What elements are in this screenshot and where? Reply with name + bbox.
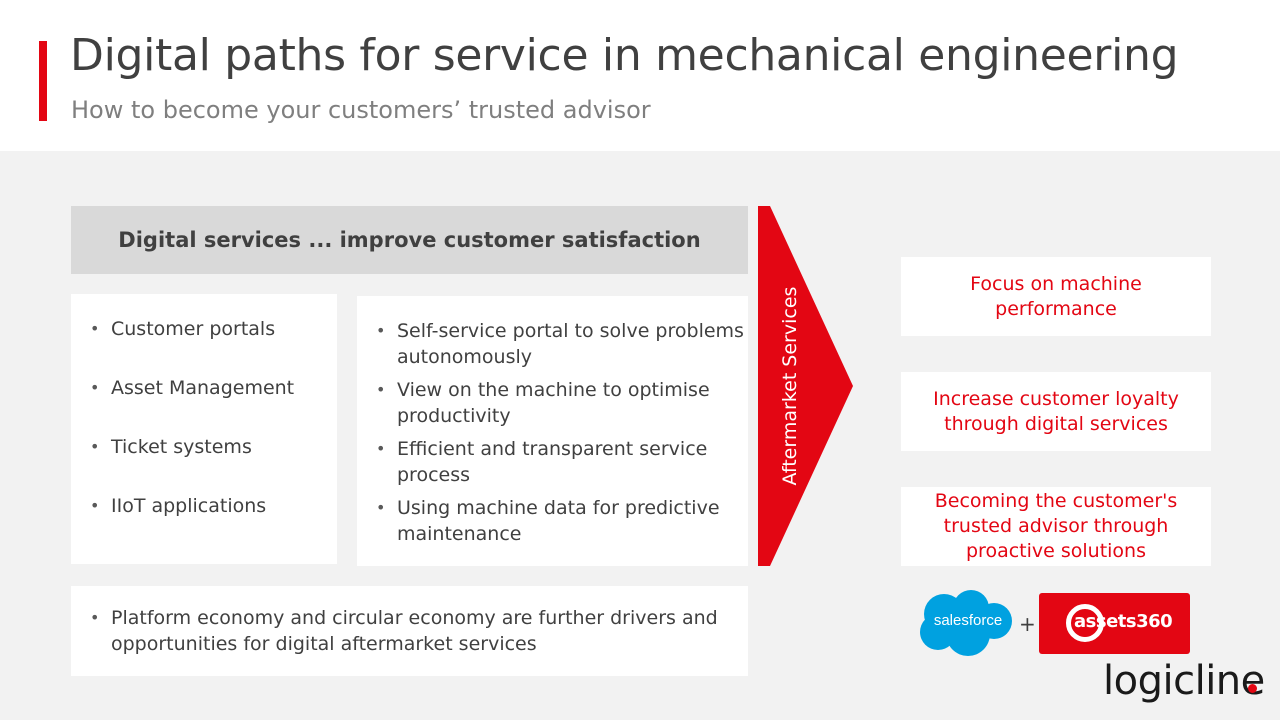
benefit-card: Becoming the customer's trusted advisor …	[901, 487, 1211, 566]
assets360-ring-icon	[1066, 604, 1104, 642]
salesforce-logo: salesforce	[920, 590, 1012, 656]
assets360-logo-text: assets360	[1074, 611, 1173, 632]
benefit-card: Increase customer loyalty through digita…	[901, 372, 1211, 451]
chevron-shape	[758, 206, 853, 566]
salesforce-logo-text: salesforce	[934, 612, 1002, 629]
services-list: Customer portals Asset Management Ticket…	[71, 294, 337, 519]
title-accent-bar	[39, 41, 47, 121]
page-title: Digital paths for service in mechanical …	[70, 30, 1179, 81]
logicline-logo-text: logicline	[1103, 658, 1265, 704]
assets360-logo	[1039, 593, 1190, 654]
logicline-logo: logicline	[1103, 658, 1265, 704]
benefit-card-text: Becoming the customer's trusted advisor …	[934, 490, 1178, 562]
benefits-detail-item: Self-service portal to solve problems au…	[357, 318, 748, 370]
aftermarket-chevron-arrow	[758, 206, 853, 566]
benefit-card: Focus on machine performance	[901, 257, 1211, 336]
drivers-box: Platform economy and circular economy ar…	[71, 586, 748, 676]
benefits-detail-item: View on the machine to optimise producti…	[357, 377, 748, 429]
section-header: Digital services ... improve customer sa…	[71, 206, 748, 274]
benefits-detail-list: Self-service portal to solve problems au…	[357, 296, 748, 547]
services-list-box: Customer portals Asset Management Ticket…	[71, 294, 337, 564]
benefit-card-text: Increase customer loyalty through digita…	[933, 387, 1179, 435]
benefit-card-text: Focus on machine performance	[970, 272, 1142, 320]
logicline-logo-dot	[1248, 684, 1257, 693]
services-list-item: Asset Management	[71, 375, 337, 401]
services-list-item: Customer portals	[71, 316, 337, 342]
drivers-list: Platform economy and circular economy ar…	[71, 586, 748, 657]
plus-sign: +	[1019, 612, 1036, 636]
services-list-item: Ticket systems	[71, 434, 337, 460]
benefits-detail-item: Using machine data for predictive mainte…	[357, 495, 748, 547]
benefits-detail-item: Efficient and transparent service proces…	[357, 436, 748, 488]
page-subtitle: How to become your customers’ trusted ad…	[71, 96, 651, 124]
services-list-item: IIoT applications	[71, 493, 337, 519]
chevron-label: Aftermarket Services	[779, 286, 801, 486]
benefits-detail-box: Self-service portal to solve problems au…	[357, 296, 748, 566]
drivers-list-item: Platform economy and circular economy ar…	[71, 605, 748, 657]
